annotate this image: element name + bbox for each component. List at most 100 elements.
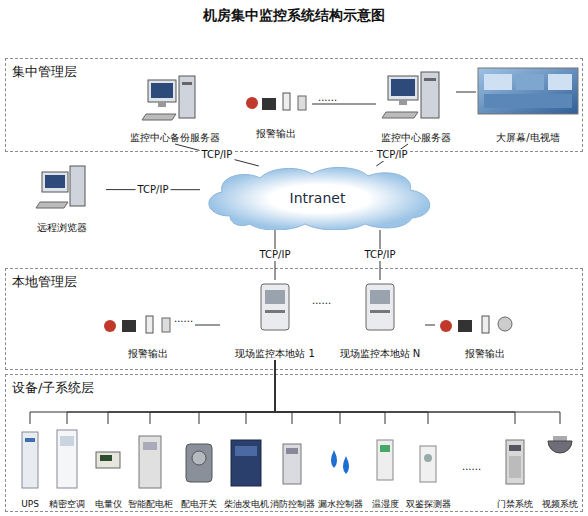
device-icons-part (96, 452, 120, 468)
alarm-icons (104, 316, 170, 333)
backup-server-icon-part (182, 82, 192, 85)
alarm-icons-part (482, 316, 489, 333)
layer-band: 集中管理层监控中心备份服务器报警输出监控中心服务器大屏幕/电视墙 (5, 58, 583, 152)
equipment-name: 报警输出 (100, 348, 195, 360)
center-server-icon-part (382, 112, 418, 118)
device-name: UPS (7, 499, 53, 510)
alarm-icons-part (298, 96, 306, 110)
device-name: 电量仪 (85, 499, 131, 510)
alarm-icons-part (440, 320, 452, 332)
network-link (195, 325, 220, 326)
device-node: 精密空调 (44, 424, 90, 510)
caption-holder: 智能配电柜 (127, 499, 173, 510)
protocol-label: TCP/IP (375, 149, 410, 161)
remote-browser-icon-part (36, 202, 68, 208)
equipment-name: 大屏幕/电视墙 (476, 132, 580, 144)
equipment-node: 监控中心备份服务器 (118, 74, 232, 144)
protocol-label: TCP/IP (363, 249, 398, 261)
caption-holder: 门禁系统 (492, 499, 538, 510)
alarm-icons-part (283, 93, 290, 110)
device-name: 智能配电柜 (127, 499, 173, 510)
device-node: 电量仪 (85, 424, 131, 510)
device-icons-part (377, 440, 393, 480)
network-link (456, 92, 476, 93)
network-link (425, 325, 435, 326)
bus-line (275, 360, 385, 424)
alarm-icons-part (498, 317, 512, 331)
device-node: 柴油发电机 (223, 424, 269, 510)
caption-holder: 报警输出 (435, 348, 535, 360)
device-name: 双鉴探测器 (405, 499, 451, 510)
device-node: 温湿度 (362, 424, 408, 510)
remote-browser-icon (36, 166, 85, 208)
caption-holder: 现场监控本地站 N (335, 348, 425, 360)
caption-holder: 漏水控制器 (317, 499, 363, 510)
device-icons-part (420, 446, 436, 482)
bus-line (150, 360, 275, 424)
device-icons-part (548, 441, 572, 453)
device-icons-part (380, 445, 390, 452)
equipment-node: 现场监控本地站 1 (220, 280, 330, 360)
remote-browser-icon-part (45, 175, 65, 188)
device-node: UPS (7, 424, 53, 510)
device-name: 门禁系统 (492, 499, 538, 510)
network-link (175, 144, 259, 166)
device-icons-part (424, 454, 432, 462)
equipment-name: 现场监控本地站 1 (220, 348, 330, 360)
bus-line (30, 360, 275, 424)
device-icons-part (143, 442, 157, 450)
device-name: 视频系统 (537, 499, 583, 510)
center-server-icon-part (391, 79, 415, 96)
alarm-icons-part (122, 320, 136, 332)
remote-browser-icon-part (42, 172, 68, 192)
device-icons-part (231, 440, 261, 486)
device-name: 消防控制器 (269, 499, 315, 510)
alarm-icons-part (262, 98, 276, 110)
caption-holder: 温湿度 (362, 499, 408, 510)
caption-holder: 精密空调 (44, 499, 90, 510)
bus-line (275, 360, 340, 424)
equipment-node: 报警输出 (435, 306, 535, 360)
device-node: 视频系统 (537, 424, 583, 510)
video-wall-icon-part (516, 74, 544, 90)
ellipsis-mark: ...... (462, 462, 481, 472)
alarm-icons (440, 316, 512, 333)
local-station-icon-part (261, 284, 289, 330)
device-name: 配电开关 (176, 499, 222, 510)
device-node: 漏水控制器 (317, 424, 363, 510)
video-wall-icon-part (484, 74, 512, 90)
caption-holder: UPS (7, 499, 53, 510)
bus-line (199, 360, 275, 424)
center-server-icon-part (424, 78, 436, 81)
layer-band: 设备/子系统层UPS精密空调电量仪智能配电柜配电开关柴油发电机消防控制器漏水控制… (5, 374, 583, 512)
network-cloud: Intranet (200, 166, 435, 230)
remote-browser-icon-part (70, 166, 85, 206)
network-link (312, 104, 376, 105)
device-icons-part (60, 436, 74, 446)
bus-line (67, 360, 275, 424)
backup-server-icon-part (179, 76, 195, 118)
device-icons-part (25, 438, 35, 442)
center-server-icon-part (388, 76, 418, 100)
caption-holder: 视频系统 (537, 499, 583, 510)
equipment-name: 监控中心备份服务器 (118, 132, 232, 144)
local-station-icon (261, 284, 289, 330)
alarm-icons (246, 93, 306, 110)
bus-line (275, 360, 515, 424)
local-station-icon-part (265, 290, 285, 304)
equipment-name: 报警输出 (240, 128, 312, 140)
equipment-node: 监控中心服务器 (376, 68, 456, 144)
diagram-title: 机房集中监控系统结构示意图 (0, 7, 588, 25)
bus-line (275, 360, 560, 424)
alarm-icons-part (458, 320, 472, 332)
equipment-node: 大屏幕/电视墙 (476, 66, 580, 144)
local-station-icon-part (265, 310, 285, 313)
caption-holder: 报警输出 (100, 348, 195, 360)
device-name: 漏水控制器 (317, 499, 363, 510)
device-icons-part (553, 436, 567, 441)
device-name: 精密空调 (44, 499, 90, 510)
ellipsis-mark: ...... (318, 93, 337, 103)
alarm-icons-part (246, 97, 258, 109)
